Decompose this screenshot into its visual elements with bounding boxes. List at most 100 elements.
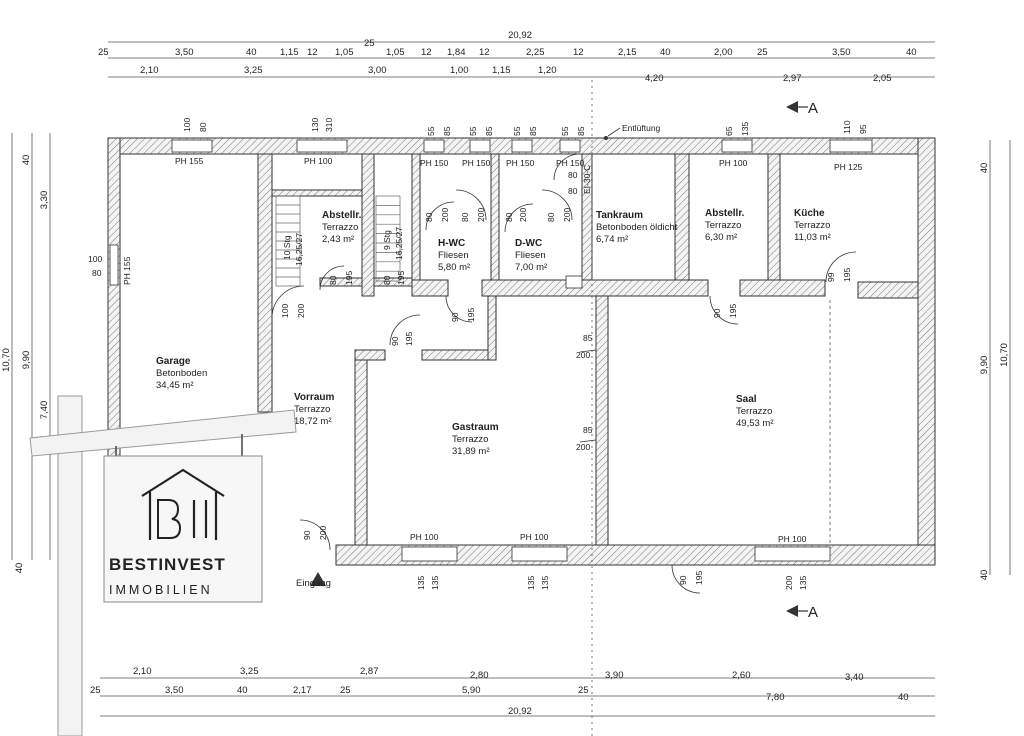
dim: 40 — [21, 155, 32, 166]
room-name-kueche: Küche — [794, 208, 825, 219]
dim: 10,70 — [1, 348, 12, 372]
section-marker-top: A — [786, 100, 818, 117]
windows — [109, 139, 873, 562]
entrance-label: Eingang — [296, 578, 331, 589]
room-area: 49,53 m² — [736, 418, 774, 429]
dim: 40 — [246, 47, 257, 58]
room-area: 5,80 m² — [438, 262, 470, 273]
dim: 2,00 — [714, 47, 733, 58]
parapet-label: PH 155 — [175, 156, 204, 166]
door-dimensions: 80 195 80 195 80 200 80 200 80 200 80 20… — [280, 170, 852, 585]
top-dimensions: 20,92 25 3,50 40 1,15 12 1,05 25 1,05 12… — [98, 30, 935, 84]
dim: 85 — [484, 126, 494, 136]
dim: 80 — [568, 170, 578, 180]
dim: 3,50 — [832, 47, 851, 58]
dim: 195 — [404, 332, 414, 346]
dim: 195 — [466, 308, 476, 322]
dim: 25 — [98, 47, 109, 58]
dim: 80 — [546, 212, 556, 222]
entrance: Eingang — [296, 572, 331, 589]
dim: 200 — [562, 208, 572, 222]
room-area: 6,30 m² — [705, 232, 737, 243]
room-name-d-wc: D-WC — [515, 238, 542, 249]
parapet-labels: PH 155 PH 100 PH 150 PH 150 PH 150 PH 15… — [122, 156, 863, 544]
room-area: 18,72 m² — [294, 416, 332, 427]
dim: 25 — [340, 685, 351, 696]
dim: 40 — [898, 692, 909, 703]
right-dimensions: 40 9,90 10,70 40 — [979, 140, 1011, 580]
dim: 90 — [712, 308, 722, 318]
dim: 80 — [92, 268, 102, 278]
parapet-label: PH 150 — [462, 158, 491, 168]
dim: 200 — [476, 208, 486, 222]
dim: 135 — [798, 576, 808, 590]
parapet-label: PH 100 — [520, 532, 549, 542]
dim: 195 — [842, 268, 852, 282]
room-area: 11,03 m² — [794, 232, 831, 243]
dim: 80 — [198, 122, 208, 132]
dim: 80 — [424, 212, 434, 222]
dim: 99 — [826, 272, 836, 282]
dim: 3,00 — [368, 65, 387, 76]
dim: 25 — [578, 685, 589, 696]
dim: 200 — [518, 208, 528, 222]
dim: 2,05 — [873, 73, 892, 84]
dim: 1,05 — [386, 47, 405, 58]
dim: 65 — [724, 126, 734, 136]
parapet-label: PH 125 — [834, 162, 863, 172]
dim: 55 — [512, 126, 522, 136]
dim: 80 — [460, 212, 470, 222]
chimney-label: EI-30-C — [582, 165, 592, 194]
bottom-dimensions: 2,10 3,25 2,87 2,80 3,90 2,60 3,40 25 3,… — [90, 666, 935, 717]
dim: 12 — [479, 47, 490, 58]
dim: 80 — [504, 212, 514, 222]
dim: 10,70 — [999, 343, 1010, 367]
vent-label: Entlüftung — [622, 123, 661, 133]
dim: 55 — [426, 126, 436, 136]
dim: 2,80 — [470, 670, 489, 681]
sign-brand-subtitle: IMMOBILIEN — [109, 583, 213, 597]
dim: 85 — [442, 126, 452, 136]
dim: 90 — [390, 336, 400, 346]
dim: 40 — [979, 163, 990, 174]
dim: 25 — [757, 47, 768, 58]
dim: 3,50 — [175, 47, 194, 58]
dim: 90 — [678, 575, 688, 585]
parapet-label: PH 150 — [506, 158, 535, 168]
room-name-gastraum: Gastraum — [452, 422, 499, 433]
dim: 95 — [858, 124, 868, 134]
room-name-saal: Saal — [736, 394, 757, 405]
parapet-label: PH 150 — [420, 158, 449, 168]
parapet-label: PH 150 — [556, 158, 585, 168]
dim: 100 — [280, 304, 290, 318]
overall-width-top: 20,92 — [508, 30, 532, 41]
dim: 3,90 — [605, 670, 624, 681]
room-name-abstellraum-1: Abstellr. — [322, 210, 362, 221]
dim: 85 — [528, 126, 538, 136]
dim: 3,25 — [244, 65, 263, 76]
chimney — [565, 275, 583, 289]
dim: 9,90 — [21, 351, 32, 370]
dim: 25 — [90, 685, 101, 696]
dim: 2,87 — [360, 666, 379, 677]
dim: 3,25 — [240, 666, 259, 677]
room-floor: Terrazzo — [294, 404, 330, 415]
room-name-garage: Garage — [156, 356, 191, 367]
room-area: 7,00 m² — [515, 262, 547, 273]
dim: 200 — [318, 526, 328, 540]
doors — [271, 80, 857, 736]
stair-label: 16,25/27 — [294, 233, 304, 266]
dim: 110 — [842, 120, 852, 134]
dim: 135 — [526, 576, 536, 590]
dim: 1,15 — [280, 47, 299, 58]
room-floor: Fliesen — [515, 250, 546, 261]
room-floor: Terrazzo — [705, 220, 741, 231]
dim: 80 — [382, 275, 392, 285]
room-name-abstellraum-2: Abstellr. — [705, 208, 745, 219]
dim: 2,10 — [133, 666, 152, 677]
dim: 1,15 — [492, 65, 511, 76]
dim: 135 — [430, 576, 440, 590]
dim: 80 — [328, 275, 338, 285]
room-floor: Fliesen — [438, 250, 469, 261]
